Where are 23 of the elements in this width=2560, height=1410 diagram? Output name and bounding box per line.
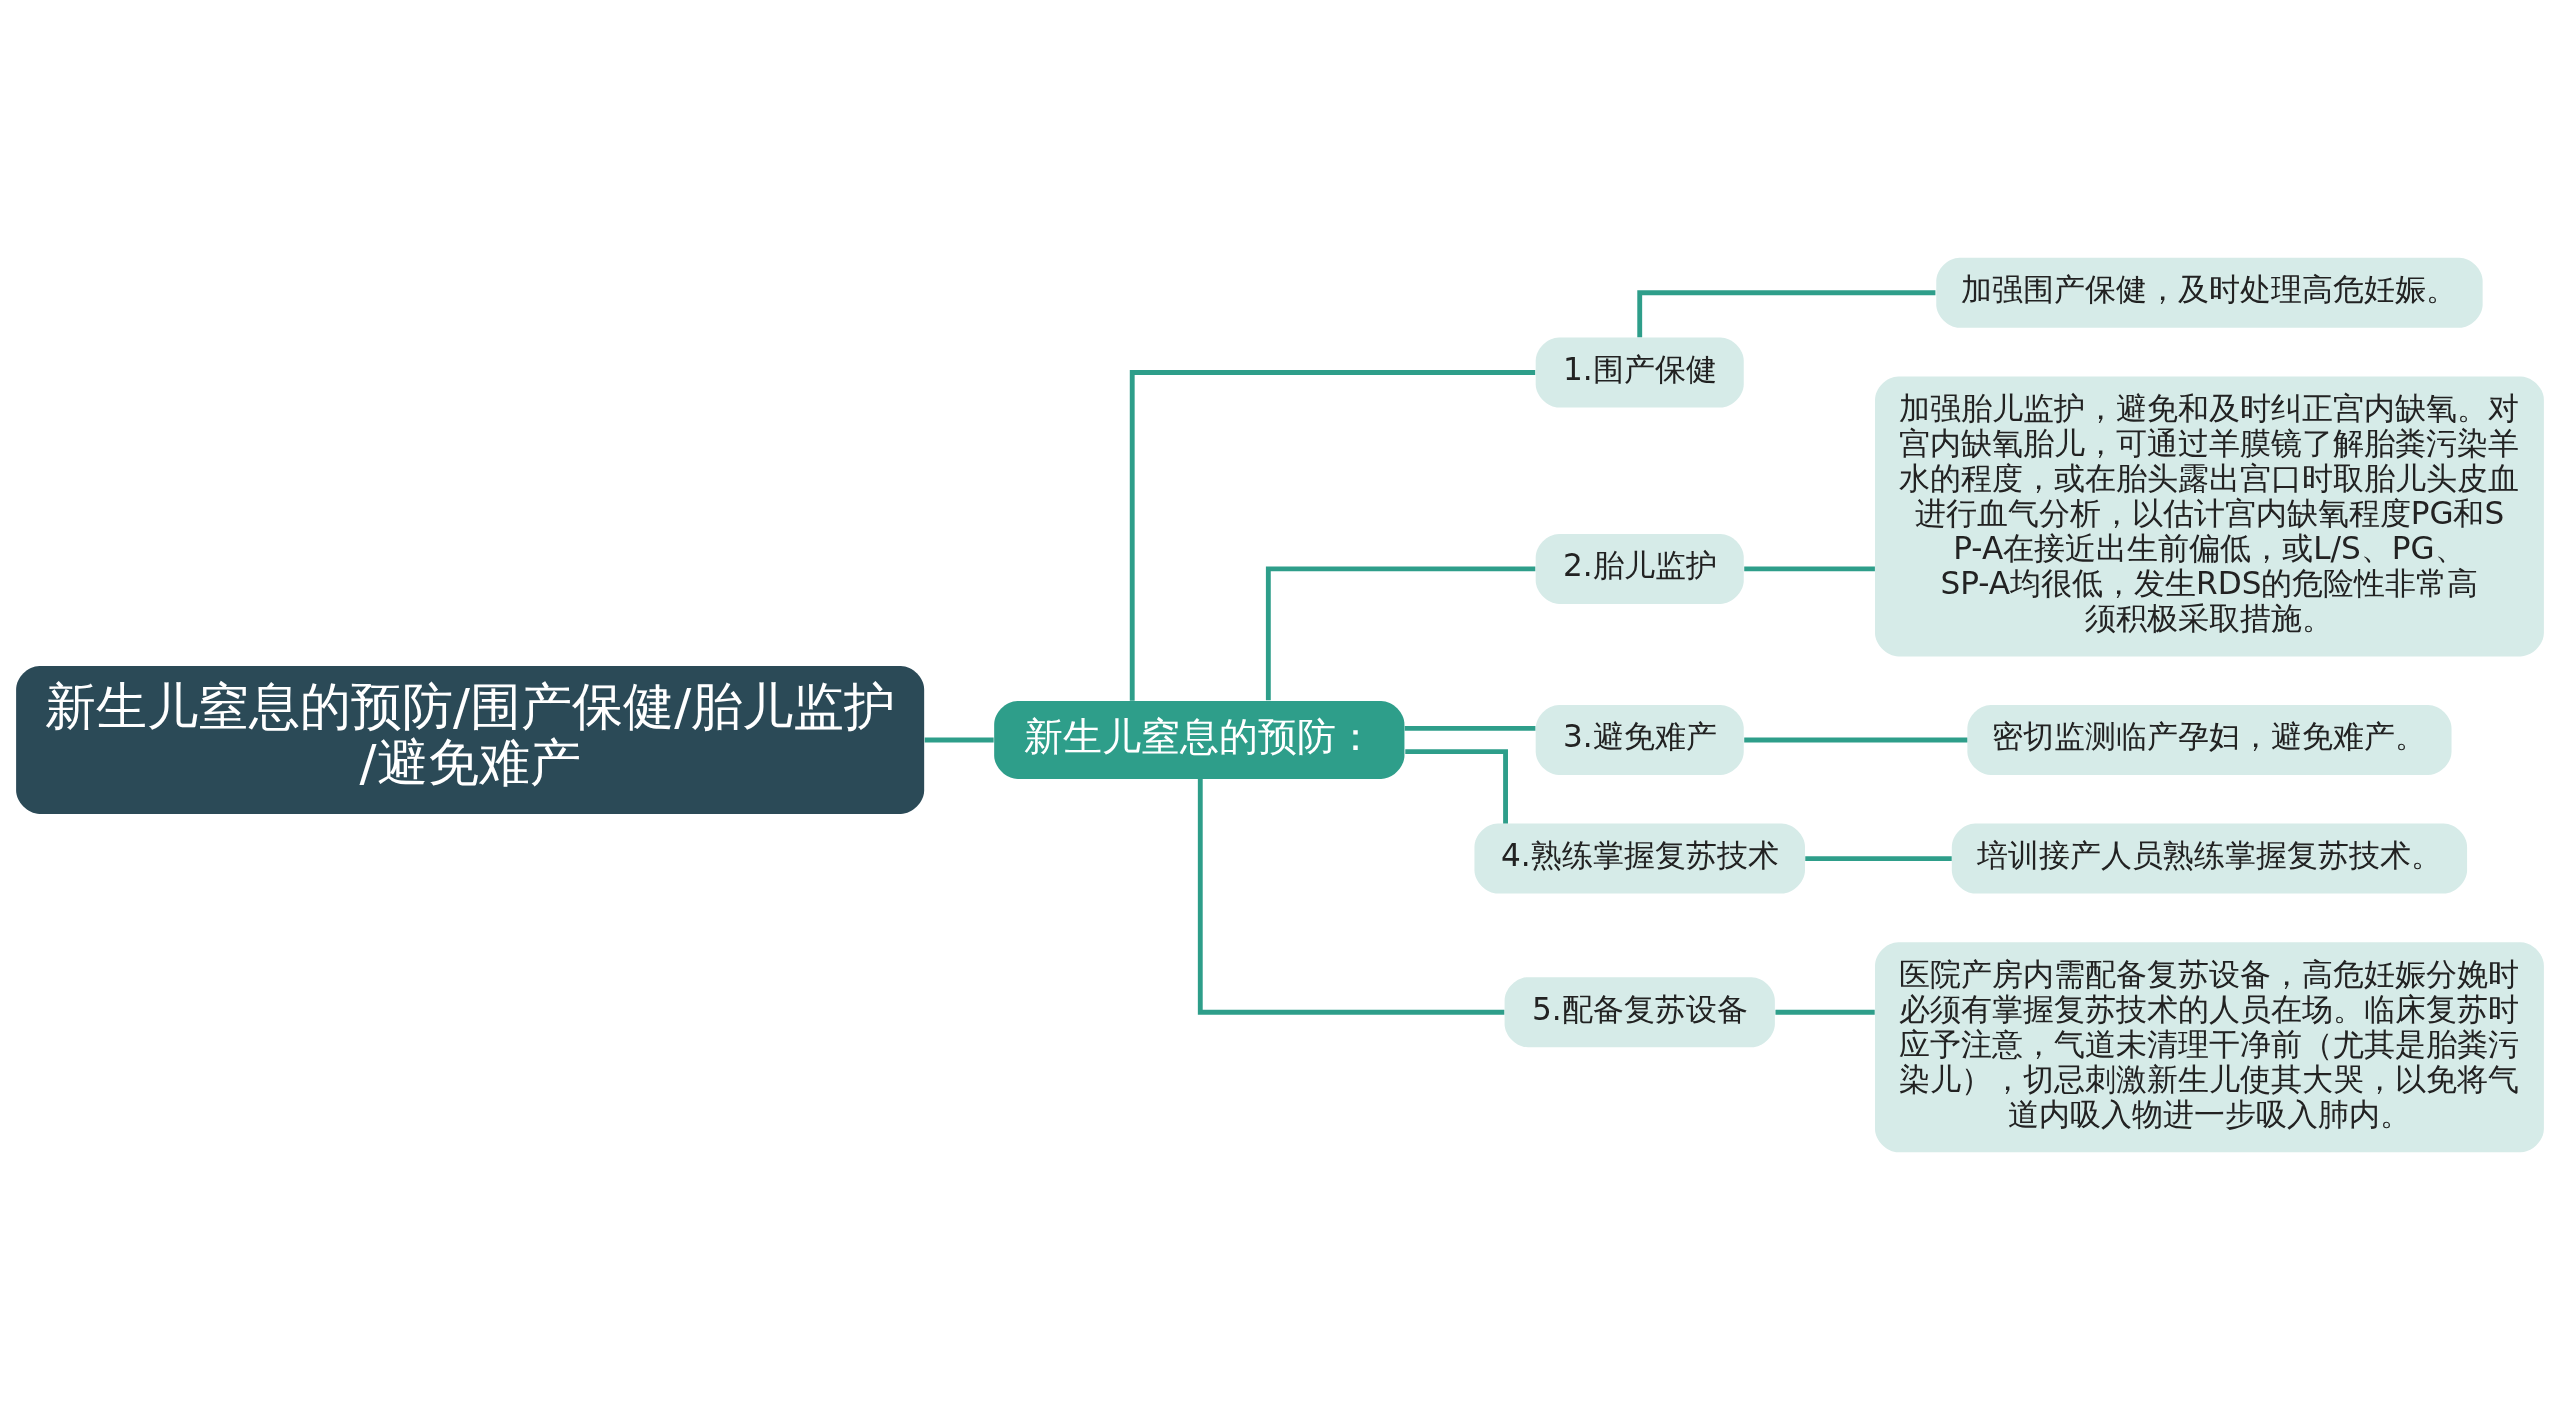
node-box: 医院产房内需配备复苏设备，高危妊娠分娩时必须有掌握复苏技术的人员在场。临床复苏时应予注意，气道未清理干净前（尤其是胎粪污染儿），切忌刺激新生儿使其大哭，以免将气道内吸入物进一步吸入肺内。: [1875, 942, 2544, 1153]
connector: [1129, 370, 1536, 701]
node-box: 新生儿窒息的预防/围产保健/胎儿监护/避免难产: [16, 666, 925, 814]
node-box: 5.配备复苏设备: [1504, 977, 1775, 1048]
node-box: 加强胎儿监护，避免和及时纠正宫内缺氧。对宫内缺氧胎儿，可通过羊膜镜了解胎粪污染羊水的程度，或在胎头露出宫口时取胎儿头皮血进行血气分析，以估计宫内缺氧程度PG和SP-A在接近出生前偏低，或L/S、PG、SP-A均很低，发生RDS的危险性非常高须积极采取措施。: [1875, 376, 2544, 657]
connector: [1405, 749, 1508, 824]
connector: [1637, 290, 1936, 338]
node-box: 2.胎儿监护: [1535, 533, 1744, 604]
node-box: 3.避免难产: [1535, 705, 1744, 775]
node-box: 4.熟练掌握复苏技术: [1474, 823, 1805, 894]
node-box: 新生儿窒息的预防：: [994, 701, 1405, 779]
connector: [1805, 856, 1952, 862]
node-box: 1.围产保健: [1535, 337, 1744, 408]
connector: [1197, 779, 1505, 1015]
connector: [1404, 725, 1536, 731]
connector: [1775, 1009, 1875, 1015]
connector: [1265, 566, 1536, 701]
connector: [924, 737, 994, 743]
node-box: 培训接产人员熟练掌握复苏技术。: [1951, 823, 2468, 894]
node-box: 加强围产保健，及时处理高危妊娠。: [1936, 257, 2483, 328]
connector: [1744, 566, 1875, 572]
node-box: 密切监测临产孕妇，避免难产。: [1967, 705, 2452, 775]
connector: [1744, 737, 1968, 743]
